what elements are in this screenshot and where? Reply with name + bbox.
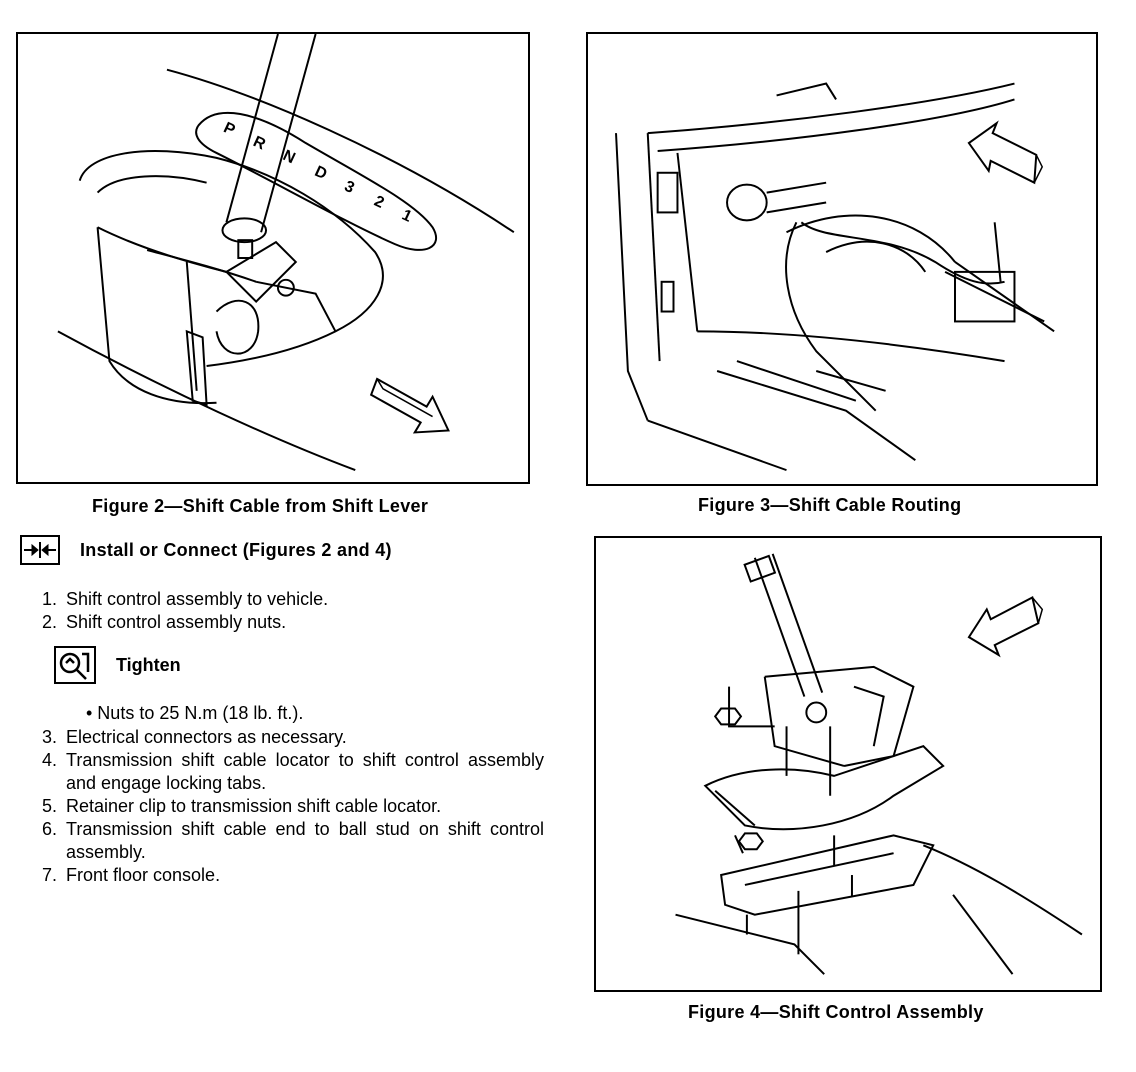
tighten-label: Tighten [116, 654, 181, 675]
gear-letter-3: 3 [342, 178, 357, 197]
gear-letter-2: 2 [371, 193, 386, 212]
gear-letter-d: D [312, 163, 330, 183]
figure-4-image [594, 536, 1102, 992]
list-item: 2. Shift control assembly nuts. [42, 612, 287, 632]
gear-letter-1: 1 [399, 207, 414, 226]
gear-letter-p: P [221, 119, 238, 139]
figure-3-image [586, 32, 1098, 486]
figure-2-image: P R N D 3 2 1 [16, 32, 530, 484]
list-item: 5. Retainer clip to transmission shift c… [42, 796, 442, 816]
figure-4-caption: Figure 4—Shift Control Assembly [688, 1002, 984, 1022]
torque-spec: • Nuts to 25 N.m (18 lb. ft.). [86, 703, 304, 723]
torque-wrench-icon [54, 646, 96, 684]
figure-3-caption: Figure 3—Shift Cable Routing [698, 495, 962, 515]
list-item: 7. Front floor console. [42, 865, 221, 885]
list-item: 1. Shift control assembly to vehicle. [42, 589, 329, 609]
list-item: 3. Electrical connectors as necessary. [42, 727, 347, 747]
install-connect-icon [20, 535, 60, 565]
install-connect-heading: Install or Connect (Figures 2 and 4) [20, 534, 392, 566]
figure-4-drawing [675, 553, 1083, 975]
figure-2-caption: Figure 2—Shift Cable from Shift Lever [92, 496, 429, 516]
figure-2-drawing: P R N D 3 2 1 [57, 34, 515, 472]
install-steps-list-b: 3. Electrical connectors as necessary. 4… [42, 726, 544, 887]
tighten-heading: Tighten [54, 646, 181, 684]
list-item: 6. Transmission shift cable end to ball … [42, 819, 544, 862]
list-item: 4. Transmission shift cable locator to s… [42, 750, 544, 793]
install-steps-list-a: 1. Shift control assembly to vehicle. 2.… [42, 588, 544, 634]
gear-letter-r: R [250, 133, 268, 153]
install-connect-title: Install or Connect (Figures 2 and 4) [80, 539, 392, 560]
figure-3-drawing [615, 82, 1055, 472]
